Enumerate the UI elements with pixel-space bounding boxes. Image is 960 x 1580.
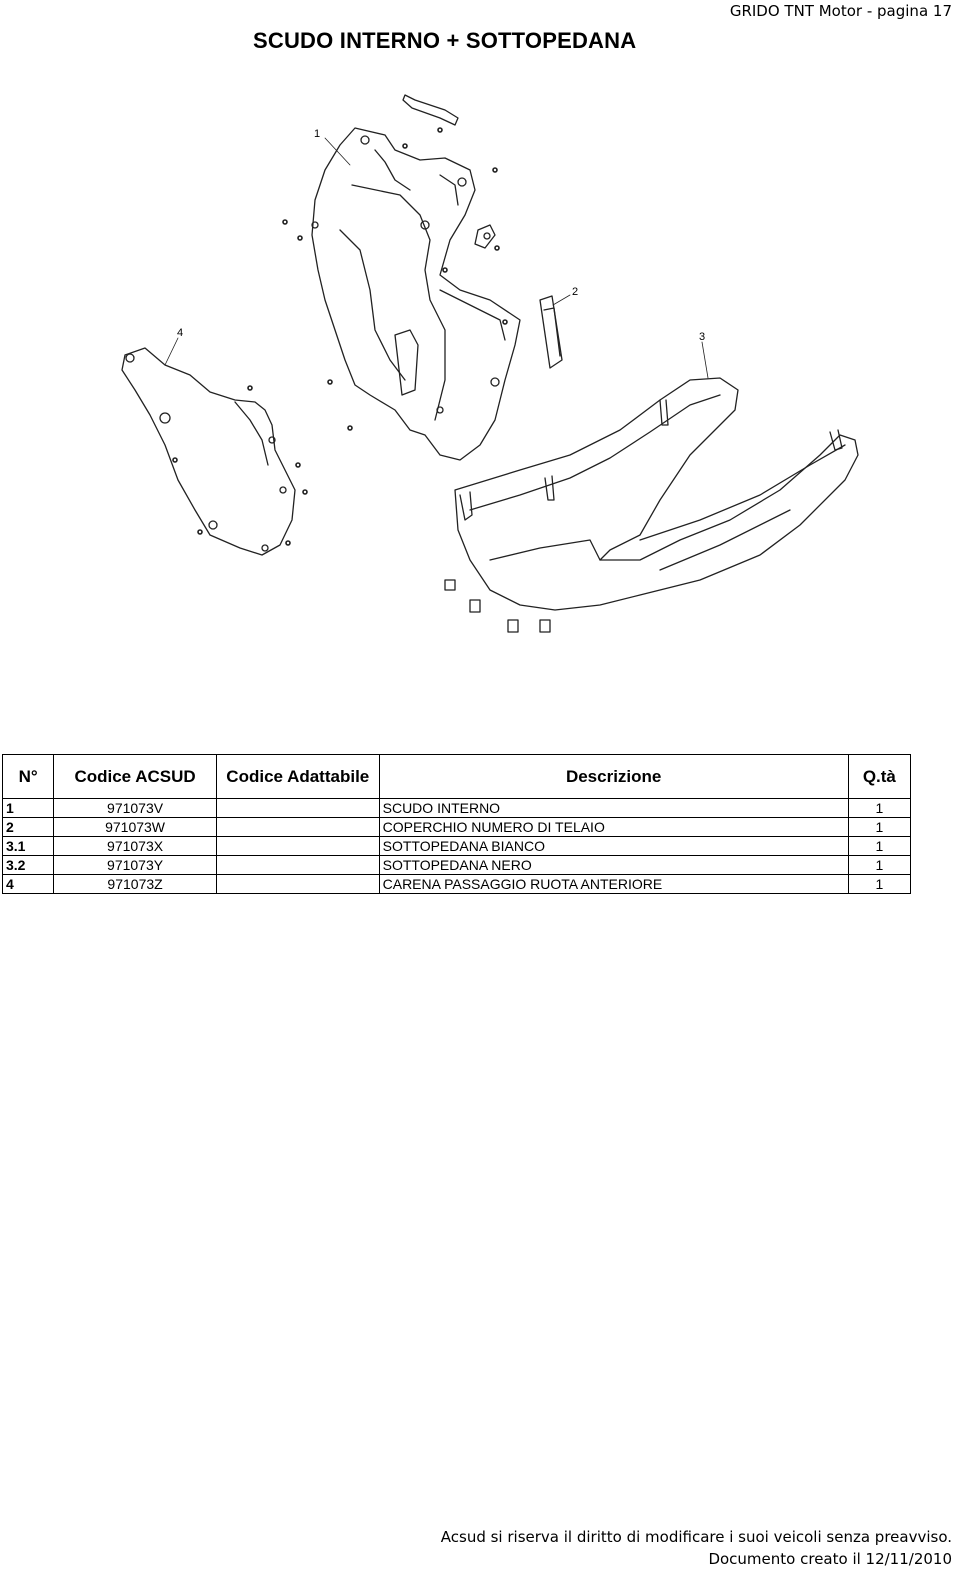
- part-scudo-interno: [311, 94, 521, 461]
- row-code: 971073Z: [53, 874, 217, 894]
- parts-table: N° Codice ACSUD Codice Adattabile Descri…: [1, 754, 912, 894]
- col-header-num: N°: [1, 754, 55, 799]
- row-desc: SOTTOPEDANA NERO: [378, 855, 849, 875]
- row-qty: 1: [847, 836, 912, 856]
- table-row: 2 971073W COPERCHIO NUMERO DI TELAIO 1: [1, 817, 912, 837]
- row-desc: SOTTOPEDANA BIANCO: [378, 836, 849, 856]
- row-num: 1: [1, 798, 55, 818]
- row-qty: 1: [847, 874, 912, 894]
- table-row: 1 971073V SCUDO INTERNO 1: [1, 798, 912, 818]
- row-adapt: [215, 836, 380, 856]
- row-adapt: [215, 798, 380, 818]
- table-row: 3.2 971073Y SOTTOPEDANA NERO 1: [1, 855, 912, 875]
- exploded-parts-diagram: 1 2 3 4: [0, 0, 960, 700]
- row-num: 4: [1, 874, 55, 894]
- page-title: SCUDO INTERNO + SOTTOPEDANA: [253, 28, 637, 53]
- row-qty: 1: [847, 855, 912, 875]
- col-header-code: Codice ACSUD: [53, 754, 217, 799]
- row-code: 971073X: [53, 836, 217, 856]
- row-qty: 1: [847, 817, 912, 837]
- table-header-row: N° Codice ACSUD Codice Adattabile Descri…: [1, 754, 912, 799]
- row-adapt: [215, 855, 380, 875]
- row-qty: 1: [847, 798, 912, 818]
- col-header-desc: Descrizione: [378, 754, 849, 799]
- parts-drawing: 1 2 3 4: [121, 94, 859, 633]
- footer-created-date: Documento creato il 12/11/2010: [708, 1550, 952, 1568]
- callout-2: 2: [572, 286, 578, 298]
- row-adapt: [215, 817, 380, 837]
- part-sottopedana: [444, 377, 859, 633]
- callout-4: 4: [177, 327, 183, 339]
- row-code: 971073Y: [53, 855, 217, 875]
- row-num: 2: [1, 817, 55, 837]
- table-row: 3.1 971073X SOTTOPEDANA BIANCO 1: [1, 836, 912, 856]
- table-row: 4 971073Z CARENA PASSAGGIO RUOTA ANTERIO…: [1, 874, 912, 894]
- row-adapt: [215, 874, 380, 894]
- row-code: 971073W: [53, 817, 217, 837]
- footer-disclaimer: Acsud si riserva il diritto di modificar…: [440, 1528, 952, 1546]
- callout-3: 3: [699, 331, 705, 343]
- part-coperchio-telaio: [539, 295, 563, 369]
- page-header-label: GRIDO TNT Motor - pagina 17: [729, 2, 952, 20]
- row-num: 3.1: [1, 836, 55, 856]
- row-num: 3.2: [1, 855, 55, 875]
- callout-leaders: [164, 137, 709, 379]
- col-header-adapt: Codice Adattabile: [215, 754, 380, 799]
- row-desc: COPERCHIO NUMERO DI TELAIO: [378, 817, 849, 837]
- row-desc: SCUDO INTERNO: [378, 798, 849, 818]
- row-code: 971073V: [53, 798, 217, 818]
- col-header-qty: Q.tà: [847, 754, 912, 799]
- part-carena-ruota: [121, 347, 296, 556]
- screws: [172, 127, 508, 546]
- callout-1: 1: [314, 128, 320, 140]
- row-desc: CARENA PASSAGGIO RUOTA ANTERIORE: [378, 874, 849, 894]
